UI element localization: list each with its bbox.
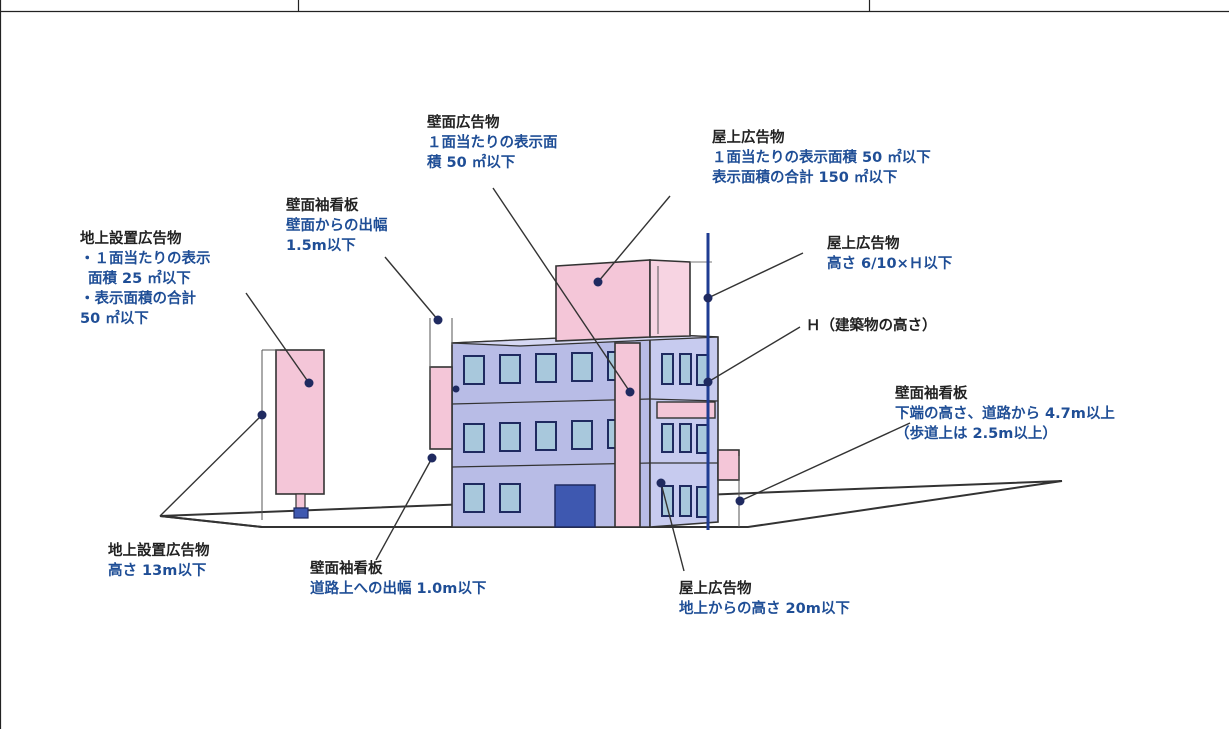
label-title: 壁面広告物 [427, 115, 500, 131]
label-line: 50 ㎡以下 [80, 311, 149, 327]
label-line: ・１面当たりの表示 [80, 251, 211, 267]
label-line: 地上からの高さ 20m以下 [679, 601, 850, 617]
label-wall-projecting-clearance: 壁面袖看板 下端の高さ、道路から 4.7m以上 （歩道上は 2.5m以上） [895, 384, 1115, 444]
label-title: 屋上広告物 [712, 130, 785, 146]
label-line: １面当たりの表示面積 50 ㎡以下 [712, 150, 931, 166]
label-rooftop-area: 屋上広告物 １面当たりの表示面積 50 ㎡以下 表示面積の合計 150 ㎡以下 [712, 128, 931, 188]
side-band-sign [656, 401, 716, 419]
building [451, 333, 719, 528]
ground-standing-sign [261, 349, 325, 520]
label-title: 地上設置広告物 [80, 231, 182, 247]
label-title: 屋上広告物 [679, 581, 752, 597]
label-title: Ｈ（建築物の高さ） [806, 318, 937, 334]
side-windows [661, 353, 709, 518]
label-line: １面当たりの表示面 [427, 135, 558, 151]
label-line: 積 50 ㎡以下 [427, 155, 516, 171]
label-line: 道路上への出幅 1.0m以下 [310, 581, 487, 597]
label-ground-sign-area: 地上設置広告物 ・１面当たりの表示 面積 25 ㎡以下 ・表示面積の合計 50 … [80, 229, 211, 329]
label-wall-ad: 壁面広告物 １面当たりの表示面 積 50 ㎡以下 [427, 113, 558, 173]
label-wall-projecting-width: 壁面袖看板 壁面からの出幅 1.5m以下 [286, 196, 388, 256]
marker-dots [257, 277, 745, 506]
label-title: 壁面袖看板 [895, 386, 968, 402]
label-line: ・表示面積の合計 [80, 291, 196, 307]
label-line: （歩道上は 2.5m以上） [895, 426, 1057, 442]
label-rooftop-height-ratio: 屋上広告物 高さ 6/10×Ｈ以下 [827, 234, 952, 274]
label-line: 高さ 6/10×Ｈ以下 [827, 256, 953, 272]
label-building-height: Ｈ（建築物の高さ） [806, 316, 937, 336]
label-line: 下端の高さ、道路から 4.7m以上 [895, 406, 1115, 422]
label-line: 面積 25 ㎡以下 [88, 271, 191, 287]
label-title: 地上設置広告物 [108, 543, 210, 559]
label-line: 表示面積の合計 150 ㎡以下 [712, 170, 898, 186]
leader-lines [159, 187, 911, 572]
label-title: 壁面袖看板 [310, 561, 383, 577]
windows-floor-1 [463, 483, 521, 513]
label-line: 高さ 13m以下 [108, 563, 207, 579]
label-title: 屋上広告物 [827, 236, 900, 252]
rooftop-sign [555, 259, 691, 342]
entrance-door [554, 484, 596, 528]
label-line: 1.5m以下 [286, 238, 356, 254]
label-title: 壁面袖看板 [286, 198, 359, 214]
label-rooftop-ground-height: 屋上広告物 地上からの高さ 20m以下 [679, 579, 850, 619]
label-ground-sign-height: 地上設置広告物 高さ 13m以下 [108, 541, 210, 581]
left-projecting-sign [429, 366, 453, 450]
label-line: 壁面からの出幅 [286, 218, 388, 234]
wall-vertical-sign [614, 342, 641, 528]
label-wall-projecting-road: 壁面袖看板 道路上への出幅 1.0m以下 [310, 559, 486, 599]
right-projecting-sign [717, 449, 740, 481]
ground-edge-left [159, 515, 263, 528]
